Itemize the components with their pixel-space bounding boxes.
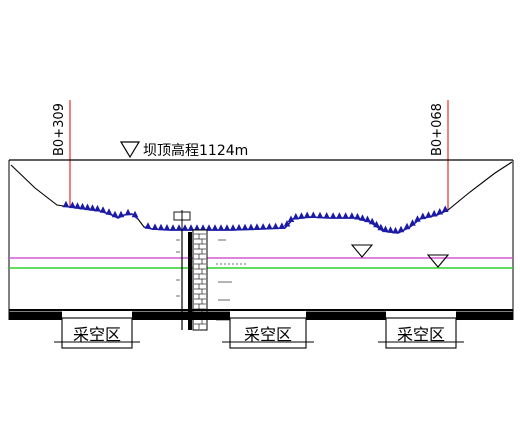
riprap-tooth xyxy=(181,224,189,231)
riprap-tooth xyxy=(241,223,249,231)
riprap-tooth xyxy=(89,204,96,211)
goaf-zone-2: 采空区 xyxy=(222,317,314,349)
riprap-tooth xyxy=(441,205,449,213)
riprap-tooth xyxy=(310,211,317,218)
riprap-tooth xyxy=(436,207,444,215)
riprap-tooth xyxy=(382,225,389,233)
riprap-tooth xyxy=(151,223,159,230)
riprap-tooth xyxy=(364,215,371,223)
riprap-tooth xyxy=(144,222,152,229)
riprap-tooth xyxy=(259,223,267,230)
riprap-tooth xyxy=(205,224,213,231)
riprap-tooth xyxy=(292,212,300,220)
riprap-protection xyxy=(61,200,449,234)
riprap-tooth xyxy=(283,219,291,227)
riprap-tooth xyxy=(373,220,380,228)
riprap-tooth xyxy=(94,204,101,212)
riprap-tooth xyxy=(187,224,195,231)
inverted-triangle-icon xyxy=(350,244,374,258)
riprap-tooth xyxy=(368,217,376,225)
riprap-tooth xyxy=(111,210,119,218)
riprap-tooth xyxy=(79,202,86,210)
riprap-tooth xyxy=(131,210,139,218)
riprap-tooth xyxy=(359,214,366,221)
riprap-tooth xyxy=(403,222,411,230)
riprap-tooth xyxy=(425,211,432,218)
riprap-tooth xyxy=(157,223,165,231)
riprap-tooth xyxy=(316,211,324,219)
goaf-zone-3: 采空区 xyxy=(378,317,464,349)
riprap-tooth xyxy=(397,225,405,233)
riprap-tooth xyxy=(235,223,243,231)
riprap-tooth xyxy=(430,209,438,217)
station-label-left: B0+309 xyxy=(52,103,67,156)
goaf-zone-1: 采空区 xyxy=(54,317,140,349)
riprap-tooth xyxy=(303,211,311,219)
riprap-tooth xyxy=(354,212,361,220)
riprap-tooth xyxy=(223,224,231,231)
inverted-triangle-icon xyxy=(119,141,141,159)
riprap-tooth xyxy=(211,224,219,231)
riprap-tooth xyxy=(247,223,255,231)
crest-elevation-label: 坝顶高程1124m xyxy=(143,142,248,159)
borehole-column xyxy=(173,210,208,331)
coal-seam-band xyxy=(9,309,513,321)
riprap-tooth xyxy=(387,226,394,233)
riprap-tooth xyxy=(175,224,183,231)
station-label-right: B0+068 xyxy=(430,103,445,156)
riprap-tooth xyxy=(419,212,427,220)
goaf-label-3: 采空区 xyxy=(397,325,445,344)
riprap-tooth xyxy=(74,202,81,209)
riprap-tooth xyxy=(84,203,91,211)
riprap-tooth xyxy=(266,222,273,230)
riprap-tooth xyxy=(377,223,385,231)
goaf-label-2: 采空区 xyxy=(244,325,292,344)
riprap-tooth xyxy=(169,224,177,231)
riprap-tooth xyxy=(62,200,70,208)
riprap-tooth xyxy=(323,212,330,219)
riprap-tooth xyxy=(124,208,132,216)
ground-profile-line xyxy=(10,161,513,234)
riprap-tooth xyxy=(348,212,356,219)
riprap-tooth xyxy=(217,224,225,231)
riprap-tooth xyxy=(278,222,286,229)
riprap-tooth xyxy=(99,206,107,213)
riprap-tooth xyxy=(193,224,201,231)
riprap-tooth xyxy=(69,201,76,209)
inverted-triangle-icon xyxy=(426,254,450,268)
riprap-tooth xyxy=(409,219,416,226)
riprap-tooth xyxy=(229,224,237,231)
riprap-tooth xyxy=(329,212,337,219)
riprap-tooth xyxy=(392,226,399,234)
riprap-tooth xyxy=(342,212,349,219)
goaf-label-1: 采空区 xyxy=(73,325,121,344)
riprap-tooth xyxy=(298,212,305,219)
riprap-tooth xyxy=(287,215,295,223)
riprap-tooth xyxy=(199,224,207,231)
riprap-tooth xyxy=(414,215,421,222)
riprap-tooth xyxy=(253,223,261,230)
riprap-tooth xyxy=(117,210,125,218)
riprap-tooth xyxy=(272,222,279,230)
survey-tick-marks xyxy=(176,239,246,321)
riprap-tooth xyxy=(105,208,113,215)
riprap-tooth xyxy=(163,224,171,231)
riprap-tooth xyxy=(336,212,343,219)
